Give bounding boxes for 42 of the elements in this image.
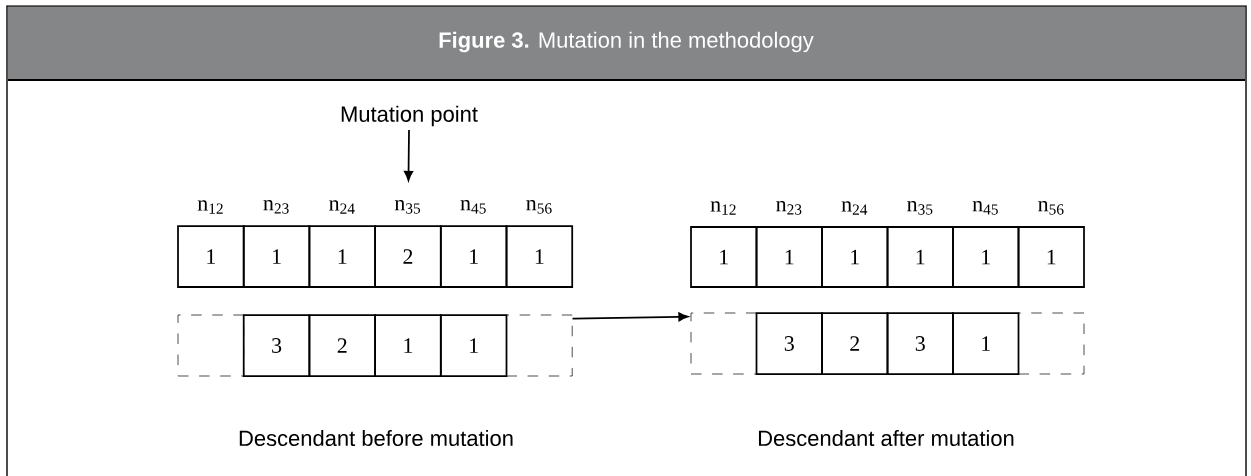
cell: 1 <box>886 226 954 288</box>
arrow <box>571 312 689 322</box>
dashed-cell <box>1018 312 1085 375</box>
arrow <box>404 129 414 181</box>
column-header: n$_{12}$ <box>197 200 223 214</box>
cell: 1 <box>755 226 823 288</box>
cell: 1 <box>505 225 574 288</box>
caption: Descendant after mutation <box>759 429 1014 447</box>
cell: 2 <box>374 225 442 288</box>
column-header: n$_{35}$ <box>907 201 933 215</box>
dashed-cell <box>690 312 757 375</box>
annotation: Mutation point <box>341 105 478 127</box>
column-header: n$_{24}$ <box>329 200 355 214</box>
column-header: n$_{45}$ <box>460 200 486 214</box>
cell: 1 <box>952 312 1020 375</box>
column-header: n$_{45}$ <box>972 201 998 215</box>
column-header: n$_{56}$ <box>526 200 552 214</box>
cell: 1 <box>242 225 311 288</box>
title-bar: Figure 3. Mutation in the methodology <box>7 7 1246 81</box>
column-header: n$_{24}$ <box>841 201 868 215</box>
cell: 1 <box>439 225 508 288</box>
cell: 1 <box>177 225 245 288</box>
dashed-cell <box>177 314 245 377</box>
cell: 3 <box>755 312 823 375</box>
cell: 1 <box>690 226 758 288</box>
cell: 1 <box>374 314 442 377</box>
caption: Descendant before mutation <box>239 429 513 447</box>
dashed-cell <box>506 314 573 377</box>
column-header: n$_{56}$ <box>1038 201 1064 215</box>
cell: 2 <box>821 312 889 375</box>
column-header: n$_{12}$ <box>710 201 736 215</box>
cell: 1 <box>439 314 508 377</box>
column-header: n$_{23}$ <box>263 200 289 214</box>
cell: 1 <box>308 225 376 288</box>
cell: 3 <box>886 312 954 375</box>
column-header: n$_{35}$ <box>394 200 421 214</box>
cell: 2 <box>308 314 376 377</box>
cell: 1 <box>1017 226 1085 288</box>
cell: 3 <box>242 314 311 377</box>
column-header: n$_{23}$ <box>776 201 802 215</box>
cell: 1 <box>821 226 889 288</box>
cell: 1 <box>952 226 1020 288</box>
